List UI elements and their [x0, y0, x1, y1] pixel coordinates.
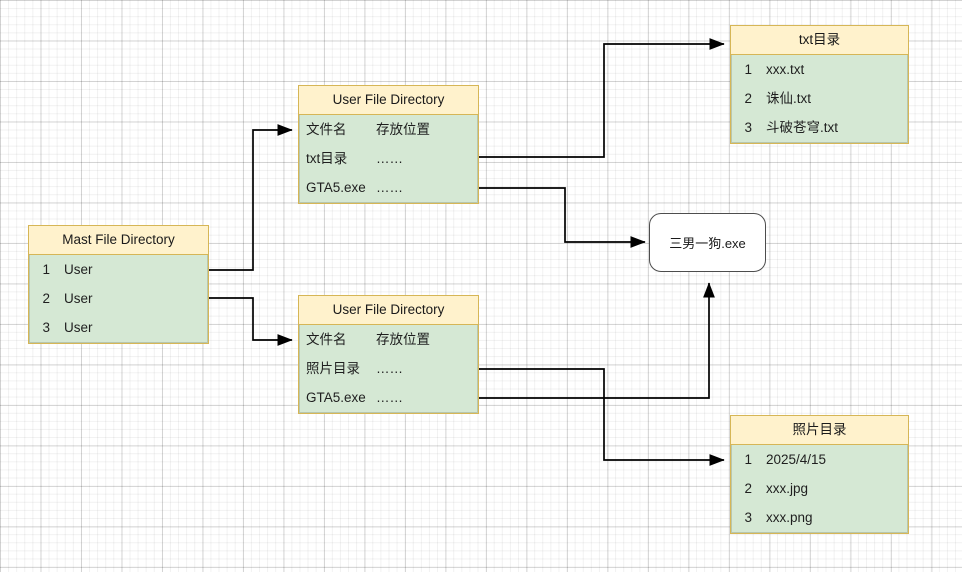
connector-master-user2-to-user-dir-bottom	[209, 297, 293, 346]
row-value: 2025/4/15	[766, 452, 827, 467]
column-header-location: 存放位置	[376, 122, 430, 137]
row-filename: 照片目录	[306, 361, 360, 376]
table-row[interactable]: txt目录 ……	[300, 144, 477, 173]
row-value: 诛仙.txt	[766, 91, 812, 106]
node-label: 三男一狗.exe	[669, 236, 746, 251]
row-index: 1	[744, 452, 752, 467]
node-body: 文件名 存放位置 txt目录 …… GTA5.exe ……	[299, 115, 478, 203]
node-photo-directory[interactable]: 照片目录 1 2025/4/15 2 xxx.jpg 3 xxx.png	[730, 415, 909, 534]
node-title: User File Directory	[299, 86, 478, 115]
column-header-filename: 文件名	[306, 332, 347, 347]
row-value: User	[64, 320, 93, 335]
table-row[interactable]: 1 2025/4/15	[732, 445, 907, 474]
column-header-filename: 文件名	[306, 122, 347, 137]
table-row[interactable]: 照片目录 ……	[300, 354, 477, 383]
node-body: 1 2025/4/15 2 xxx.jpg 3 xxx.png	[731, 445, 908, 533]
row-value: User	[64, 262, 93, 277]
connector-user-dir-bottom-photo-to-photo-dir	[479, 368, 725, 466]
row-location: ……	[376, 151, 403, 166]
row-value: xxx.jpg	[766, 481, 809, 496]
node-body: 1 xxx.txt 2 诛仙.txt 3 斗破苍穹.txt	[731, 55, 908, 143]
row-index: 1	[42, 262, 50, 277]
table-row[interactable]: 2 xxx.jpg	[732, 474, 907, 503]
column-header-location: 存放位置	[376, 332, 430, 347]
node-user-file-directory-bottom[interactable]: User File Directory 文件名 存放位置 照片目录 …… GTA…	[298, 295, 479, 414]
table-row[interactable]: 3 斗破苍穹.txt	[732, 113, 907, 142]
node-title: 照片目录	[731, 416, 908, 445]
row-index: 3	[744, 120, 752, 135]
node-title: User File Directory	[299, 296, 478, 325]
row-filename: txt目录	[306, 151, 348, 166]
row-location: ……	[376, 390, 403, 405]
connector-user-dir-top-txt-to-txt-dir	[479, 38, 725, 158]
table-row[interactable]: 2 诛仙.txt	[732, 84, 907, 113]
node-title: txt目录	[731, 26, 908, 55]
node-title: Mast File Directory	[29, 226, 208, 255]
row-value: xxx.png	[766, 510, 813, 525]
table-row[interactable]: 3 xxx.png	[732, 503, 907, 532]
table-row[interactable]: 1 xxx.txt	[732, 55, 907, 84]
table-header-row: 文件名 存放位置	[300, 115, 477, 144]
row-filename: GTA5.exe	[306, 390, 366, 405]
row-location: ……	[376, 361, 403, 376]
row-value: User	[64, 291, 93, 306]
table-row[interactable]: 1 User	[30, 255, 207, 284]
row-index: 3	[744, 510, 752, 525]
row-index: 2	[42, 291, 50, 306]
connector-user-dir-bottom-gta5-to-exe-node	[479, 282, 715, 399]
row-location: ……	[376, 180, 403, 195]
connector-user-dir-top-gta5-to-exe-node	[479, 187, 646, 248]
table-row[interactable]: GTA5.exe ……	[300, 383, 477, 412]
row-index: 3	[42, 320, 50, 335]
table-row[interactable]: 3 User	[30, 313, 207, 342]
row-filename: GTA5.exe	[306, 180, 366, 195]
node-exe-three-men-one-dog[interactable]: 三男一狗.exe	[649, 213, 766, 272]
row-value: 斗破苍穹.txt	[766, 120, 839, 135]
node-body: 1 User 2 User 3 User	[29, 255, 208, 343]
node-master-file-directory[interactable]: Mast File Directory 1 User 2 User 3 User	[28, 225, 209, 344]
connector-master-user1-to-user-dir-top	[209, 124, 293, 271]
node-txt-directory[interactable]: txt目录 1 xxx.txt 2 诛仙.txt 3 斗破苍穹.txt	[730, 25, 909, 144]
node-user-file-directory-top[interactable]: User File Directory 文件名 存放位置 txt目录 …… GT…	[298, 85, 479, 204]
table-row[interactable]: GTA5.exe ……	[300, 173, 477, 202]
table-row[interactable]: 2 User	[30, 284, 207, 313]
row-index: 1	[744, 62, 752, 77]
row-value: xxx.txt	[766, 62, 805, 77]
table-header-row: 文件名 存放位置	[300, 325, 477, 354]
row-index: 2	[744, 481, 752, 496]
row-index: 2	[744, 91, 752, 106]
node-body: 文件名 存放位置 照片目录 …… GTA5.exe ……	[299, 325, 478, 413]
